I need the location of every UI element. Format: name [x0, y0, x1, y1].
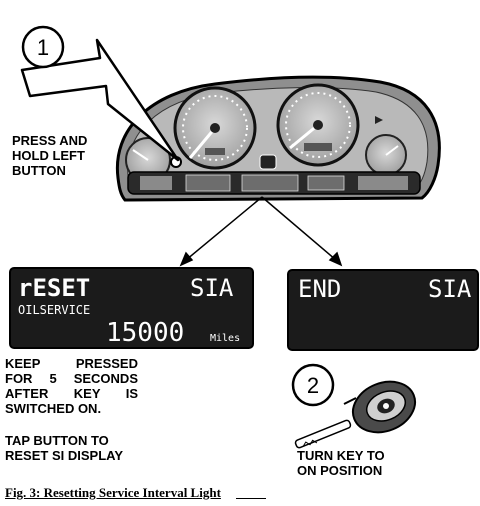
turn-key-line-2: ON POSITION — [297, 463, 383, 478]
cluster-lower-panel — [127, 154, 421, 195]
tap-button-instruction: TAP BUTTON TO RESET SI DISPLAY — [5, 433, 145, 463]
caption-underline — [236, 498, 266, 499]
display-arrows — [179, 196, 343, 267]
press-hold-line-2: HOLD LEFT — [12, 148, 85, 163]
step2-callout — [291, 363, 335, 407]
keep-pressed-line-4: SWITCHED ON. — [5, 401, 102, 416]
keep-pressed-line-2: FOR 5 SECONDS — [5, 371, 138, 386]
press-hold-line-3: BUTTON — [12, 163, 66, 178]
end-display-mode: SIA — [428, 275, 472, 303]
press-hold-instruction: PRESS AND HOLD LEFT BUTTON — [12, 133, 107, 178]
speedometer — [173, 86, 257, 170]
turn-key-line-1: TURN KEY TO — [297, 448, 385, 463]
keep-pressed-line-1: KEEP PRESSED — [5, 356, 138, 371]
step1-callout — [21, 25, 65, 69]
reset-display-title: rESET — [18, 274, 90, 302]
figure-caption: Fig. 3: Resetting Service Interval Light — [5, 485, 221, 500]
key-icon — [294, 380, 417, 449]
tachometer — [276, 83, 360, 167]
end-display: END SIA — [287, 269, 479, 351]
keep-pressed-instruction: KEEP PRESSED FOR 5 SECONDS AFTER KEY IS … — [5, 356, 138, 416]
turn-key-instruction: TURN KEY TO ON POSITION — [297, 448, 417, 478]
reset-display-service: OILSERVICE — [18, 303, 90, 317]
step1-number: 1 — [37, 35, 49, 60]
tap-button-line-1: TAP BUTTON TO — [5, 433, 109, 448]
fuel-gauge — [125, 137, 171, 183]
instrument-cluster — [115, 75, 441, 202]
press-hold-line-1: PRESS AND — [12, 133, 88, 148]
keep-pressed-line-3: AFTER KEY IS — [5, 386, 138, 401]
reset-display: rESET SIA OILSERVICE 15000 Miles — [9, 267, 254, 349]
tap-button-line-2: RESET SI DISPLAY — [5, 448, 123, 463]
step2-number: 2 — [307, 373, 319, 398]
reset-display-unit: Miles — [210, 333, 240, 344]
reset-display-distance: 15000 — [106, 318, 184, 348]
reset-display-mode: SIA — [190, 274, 234, 302]
pointer-arrow — [20, 38, 180, 162]
end-display-title: END — [298, 275, 341, 303]
